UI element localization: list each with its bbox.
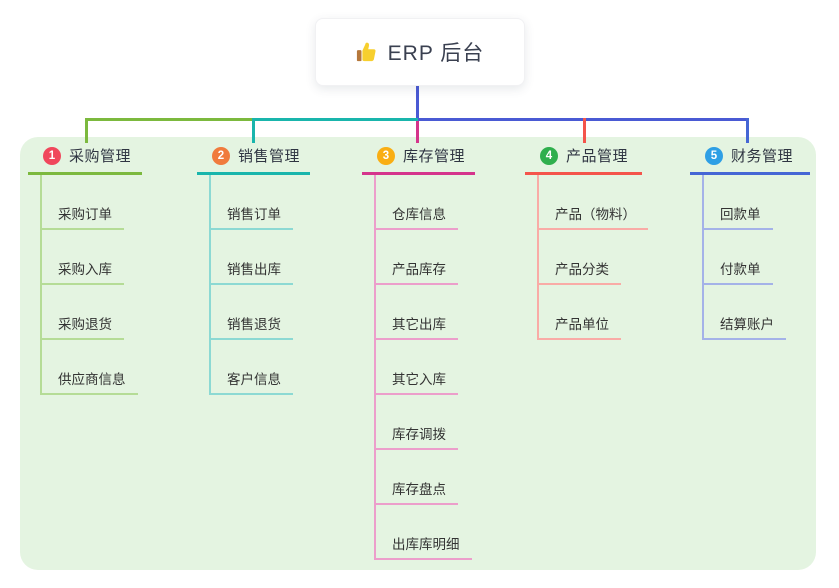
child-node[interactable]: 销售出库 bbox=[209, 230, 293, 285]
branch-label: 产品管理 bbox=[566, 148, 629, 165]
connector-branch5-drop bbox=[746, 118, 749, 143]
branch-node-product[interactable]: 4 产品管理 bbox=[525, 139, 642, 175]
branch-label: 财务管理 bbox=[731, 148, 794, 165]
branch-badge-1: 1 bbox=[43, 146, 61, 165]
child-node[interactable]: 付款单 bbox=[702, 230, 773, 285]
child-node[interactable]: 产品库存 bbox=[374, 230, 458, 285]
child-node[interactable]: 供应商信息 bbox=[40, 340, 138, 395]
branch-node-purchase[interactable]: 1 采购管理 bbox=[28, 139, 142, 175]
child-node[interactable]: 销售订单 bbox=[209, 175, 293, 230]
child-node[interactable]: 仓库信息 bbox=[374, 175, 458, 230]
branch-label: 库存管理 bbox=[403, 148, 466, 165]
branch-badge-5: 5 bbox=[705, 146, 723, 165]
branch-children-list: 回款单付款单结算账户 bbox=[702, 175, 810, 340]
branch-children-list: 产品（物料）产品分类产品单位 bbox=[537, 175, 648, 340]
branch-children-list: 销售订单销售出库销售退货客户信息 bbox=[209, 175, 310, 395]
branch-product-management: 4 产品管理 产品（物料）产品分类产品单位 bbox=[525, 139, 648, 340]
child-node[interactable]: 出库库明细 bbox=[374, 505, 472, 560]
thumbs-up-icon bbox=[356, 41, 378, 63]
child-node[interactable]: 库存调拨 bbox=[374, 395, 458, 450]
child-node[interactable]: 产品单位 bbox=[537, 285, 621, 340]
branch-inventory-management: 3 库存管理 仓库信息产品库存其它出库其它入库库存调拨库存盘点出库库明细 bbox=[362, 139, 475, 560]
branch-purchase-management: 1 采购管理 采购订单采购入库采购退货供应商信息 bbox=[28, 139, 142, 395]
connector-branch3-drop bbox=[416, 121, 419, 143]
root-connector-line bbox=[416, 84, 419, 120]
branch-badge-4: 4 bbox=[540, 146, 558, 165]
branch-node-sales[interactable]: 2 销售管理 bbox=[197, 139, 310, 175]
child-node[interactable]: 销售退货 bbox=[209, 285, 293, 340]
branch-badge-2: 2 bbox=[212, 146, 230, 165]
branch-children-list: 仓库信息产品库存其它出库其它入库库存调拨库存盘点出库库明细 bbox=[374, 175, 475, 560]
branch-label: 采购管理 bbox=[69, 148, 132, 165]
child-node[interactable]: 采购退货 bbox=[40, 285, 124, 340]
root-node-erp[interactable]: ERP 后台 bbox=[315, 18, 525, 86]
child-node[interactable]: 其它出库 bbox=[374, 285, 458, 340]
branch-node-inventory[interactable]: 3 库存管理 bbox=[362, 139, 475, 175]
child-node[interactable]: 结算账户 bbox=[702, 285, 786, 340]
child-node[interactable]: 其它入库 bbox=[374, 340, 458, 395]
branch-label: 销售管理 bbox=[238, 148, 301, 165]
child-node[interactable]: 客户信息 bbox=[209, 340, 293, 395]
root-node-label: ERP 后台 bbox=[387, 42, 485, 65]
child-node[interactable]: 库存盘点 bbox=[374, 450, 458, 505]
branch-children-list: 采购订单采购入库采购退货供应商信息 bbox=[40, 175, 142, 395]
child-node[interactable]: 产品（物料） bbox=[537, 175, 648, 230]
branch-badge-3: 3 bbox=[377, 146, 395, 165]
branch-node-finance[interactable]: 5 财务管理 bbox=[690, 139, 810, 175]
connector-branch2-horizontal bbox=[252, 118, 418, 121]
child-node[interactable]: 回款单 bbox=[702, 175, 773, 230]
child-node[interactable]: 产品分类 bbox=[537, 230, 621, 285]
connector-branch2-drop bbox=[252, 118, 255, 143]
child-node[interactable]: 采购入库 bbox=[40, 230, 124, 285]
child-node[interactable]: 采购订单 bbox=[40, 175, 124, 230]
branch-sales-management: 2 销售管理 销售订单销售出库销售退货客户信息 bbox=[197, 139, 310, 395]
connector-branch1-horizontal bbox=[86, 118, 254, 121]
connector-branch1-drop bbox=[85, 118, 88, 143]
branch-finance-management: 5 财务管理 回款单付款单结算账户 bbox=[690, 139, 810, 340]
branches-background-panel bbox=[20, 137, 816, 570]
connector-branch4-drop bbox=[583, 118, 586, 143]
